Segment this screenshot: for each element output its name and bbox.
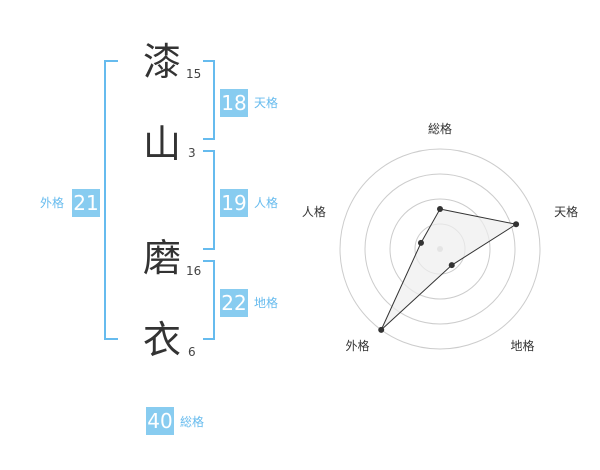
radar-point-2	[513, 221, 520, 228]
jinkaku-bracket	[203, 150, 215, 250]
jinkaku-label: 人格	[254, 196, 279, 210]
chikaku-bracket	[203, 260, 215, 340]
soukaku-label: 総格	[180, 415, 205, 429]
stroke-count-4: 6	[188, 345, 196, 359]
radar-point-1	[437, 206, 443, 212]
tenkaku-value-badge: 18	[220, 89, 248, 117]
tenkaku-bracket	[203, 60, 215, 140]
name-char-2: 山	[142, 122, 181, 166]
name-char-3: 磨	[142, 236, 181, 280]
name-char-1: 漆	[142, 40, 181, 84]
name-char-4: 衣	[142, 318, 181, 362]
radar-ring-3	[364, 173, 516, 325]
stroke-count-2: 3	[188, 146, 196, 160]
gaikaku-label: 外格	[40, 196, 65, 210]
radar-ring-4	[339, 148, 541, 350]
radar-axis-label-2: 天格	[554, 204, 578, 219]
stroke-count-3: 16	[186, 264, 202, 278]
radar-point-4	[378, 326, 385, 333]
jinkaku-value-badge: 19	[220, 189, 248, 217]
radar-axis-label-5: 人格	[302, 204, 326, 219]
radar-axis-label-3: 地格	[511, 338, 535, 353]
radar-axis-label-4: 外格	[345, 338, 369, 353]
radar-value-polygon	[380, 208, 518, 331]
tenkaku-label: 天格	[254, 96, 279, 110]
gaikaku-value-badge: 21	[72, 189, 100, 217]
soukaku-value-badge: 40	[146, 407, 174, 435]
gaikaku-bracket	[104, 60, 118, 340]
radar-ring-2	[389, 198, 491, 300]
chikaku-value-badge: 22	[220, 289, 248, 317]
stroke-count-1: 15	[186, 67, 202, 81]
chikaku-label: 地格	[254, 296, 279, 310]
radar-point-5	[417, 239, 424, 246]
radar-axis-label-1: 総格	[428, 121, 452, 136]
radar-point-3	[448, 262, 455, 269]
